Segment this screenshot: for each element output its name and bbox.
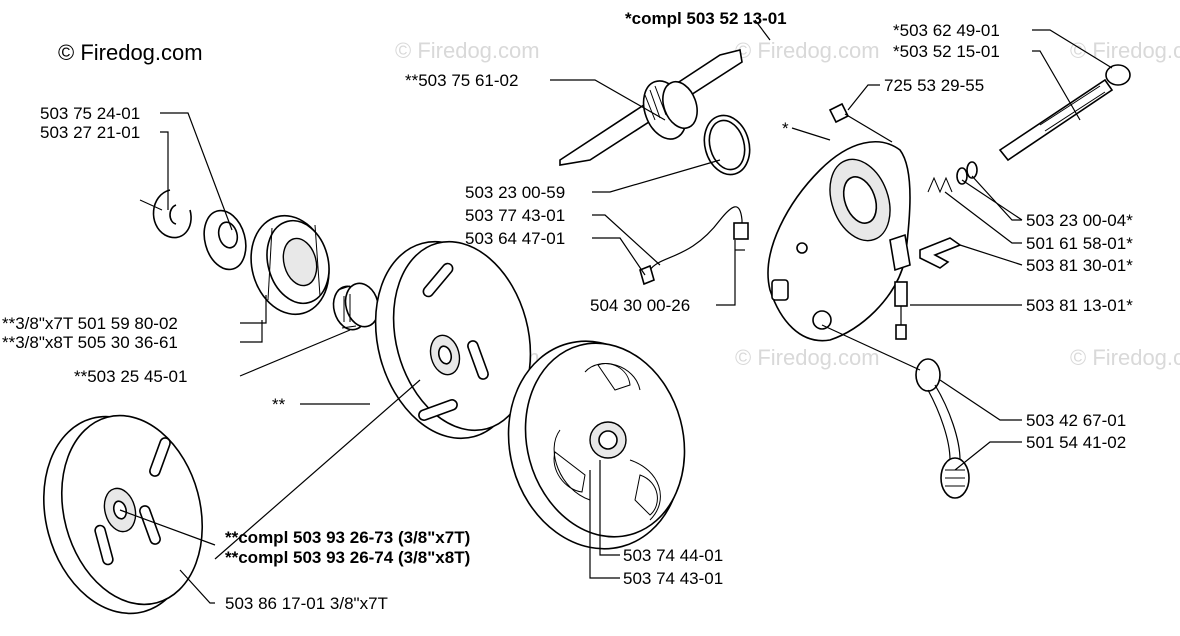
label-503-81-30-01: 503 81 30-01*	[1026, 256, 1133, 275]
watermark: © Firedog.com	[395, 38, 540, 63]
label-503-52-15-01: *503 52 15-01	[893, 42, 1000, 61]
screw-part	[828, 102, 893, 143]
label-503-81-13-01: 503 81 13-01*	[1026, 296, 1133, 315]
watermark: © Firedog.com	[1070, 345, 1180, 370]
part-labels: *compl 503 52 13-01 **503 75 61-02 503 7…	[2, 9, 1133, 613]
label-star: *	[782, 119, 789, 138]
label-503-75-24-01: 503 75 24-01	[40, 104, 140, 123]
label-503-75-61-02: **503 75 61-02	[405, 71, 518, 90]
washer-part	[203, 209, 247, 271]
pump-piston-part	[998, 64, 1131, 162]
worm-gear-part	[559, 49, 743, 166]
label-compl-top: *compl 503 52 13-01	[625, 9, 787, 28]
o-ring-part	[703, 114, 751, 176]
copyright-notice: © Firedog.com	[58, 40, 203, 65]
label-501-59-80-02: **3/8"x7T 501 59 80-02	[2, 314, 178, 333]
oil-pipe-part	[639, 206, 749, 286]
clutch-drum-part	[374, 240, 532, 440]
label-501-54-41-02: 501 54 41-02	[1026, 433, 1126, 452]
label-503-77-43-01: 503 77 43-01	[465, 206, 565, 225]
rim-sprocket-part	[250, 214, 330, 316]
label-504-30-00-26: 504 30 00-26	[590, 296, 690, 315]
label-503-27-21-01: 503 27 21-01	[40, 123, 140, 142]
label-503-25-45-01: **503 25 45-01	[74, 367, 187, 386]
label-503-74-44-01: 503 74 44-01	[623, 546, 723, 565]
label-compl-73: **compl 503 93 26-73 (3/8"x7T)	[225, 528, 470, 547]
label-501-61-58-01: 501 61 58-01*	[1026, 234, 1133, 253]
label-503-42-67-01: 503 42 67-01	[1026, 411, 1126, 430]
label-503-86-17-01: 503 86 17-01 3/8"x7T	[225, 594, 388, 613]
adjusting-screw-part	[894, 281, 908, 340]
needle-bearing-part	[332, 282, 380, 331]
circlip-part	[139, 189, 192, 239]
oil-pump-housing-part	[767, 141, 911, 342]
clutch-drum-alt-part	[42, 414, 204, 615]
leader-lines	[119, 19, 1113, 604]
bracket-clip-part	[919, 237, 962, 269]
oil-hose-part	[915, 358, 970, 499]
label-503-23-00-59: 503 23 00-59	[465, 183, 565, 202]
watermark: © Firedog.com	[1070, 38, 1180, 63]
label-503-62-49-01: *503 62 49-01	[893, 21, 1000, 40]
label-503-23-00-04: 503 23 00-04*	[1026, 211, 1133, 230]
label-double-star: **	[272, 395, 286, 414]
clutch-shoes-part	[507, 340, 686, 550]
spring-part	[927, 161, 978, 194]
label-725-53-29-55: 725 53 29-55	[884, 76, 984, 95]
label-505-30-36-61: **3/8"x8T 505 30 36-61	[2, 333, 178, 352]
label-compl-74: **compl 503 93 26-74 (3/8"x8T)	[225, 548, 470, 567]
watermark: © Firedog.com	[735, 38, 880, 63]
label-503-74-43-01: 503 74 43-01	[623, 569, 723, 588]
label-503-64-47-01: 503 64 47-01	[465, 229, 565, 248]
watermark: © Firedog.com	[735, 345, 880, 370]
